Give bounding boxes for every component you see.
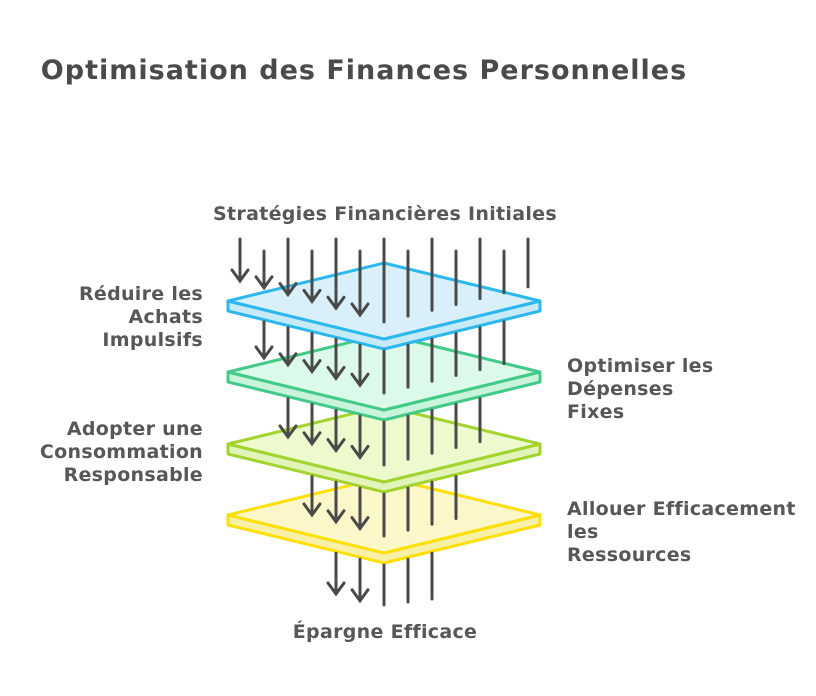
down-arrowhead-icon — [302, 359, 322, 375]
down-arrowhead-icon — [254, 345, 274, 361]
down-arrowhead-icon — [278, 424, 298, 440]
down-arrowhead-icon — [230, 268, 250, 284]
down-arrowhead-icon — [326, 581, 346, 597]
down-arrowhead-icon — [326, 295, 346, 311]
down-arrowhead-icon — [278, 352, 298, 368]
input-label: Stratégies Financières Initiales — [213, 203, 557, 225]
down-arrowhead-icon — [302, 431, 322, 447]
down-arrowhead-icon — [326, 509, 346, 525]
output-label: Épargne Efficace — [292, 621, 478, 643]
down-arrowhead-icon — [254, 275, 274, 291]
layer-label-reduire-achats: Réduire les Achats Impulsifs — [78, 283, 203, 351]
down-arrowhead-icon — [278, 282, 298, 298]
layer-label-consommation-responsable: Adopter une Consommation Responsable — [39, 418, 203, 486]
down-arrowhead-icon — [350, 516, 370, 532]
down-arrowhead-icon — [326, 365, 346, 381]
down-arrowhead-icon — [350, 588, 370, 604]
diagram-title: Optimisation des Finances Personnelles — [40, 55, 688, 86]
down-arrowhead-icon — [302, 502, 322, 518]
down-arrowhead-icon — [350, 302, 370, 318]
down-arrowhead-icon — [350, 372, 370, 388]
layer-label-allouer-ressources: Allouer Efficacement les Ressources — [567, 498, 796, 566]
layer-label-optimiser-depenses: Optimiser les Dépenses Fixes — [567, 355, 714, 423]
down-arrowhead-icon — [350, 444, 370, 460]
down-arrowhead-icon — [302, 288, 322, 304]
down-arrowhead-icon — [326, 438, 346, 454]
